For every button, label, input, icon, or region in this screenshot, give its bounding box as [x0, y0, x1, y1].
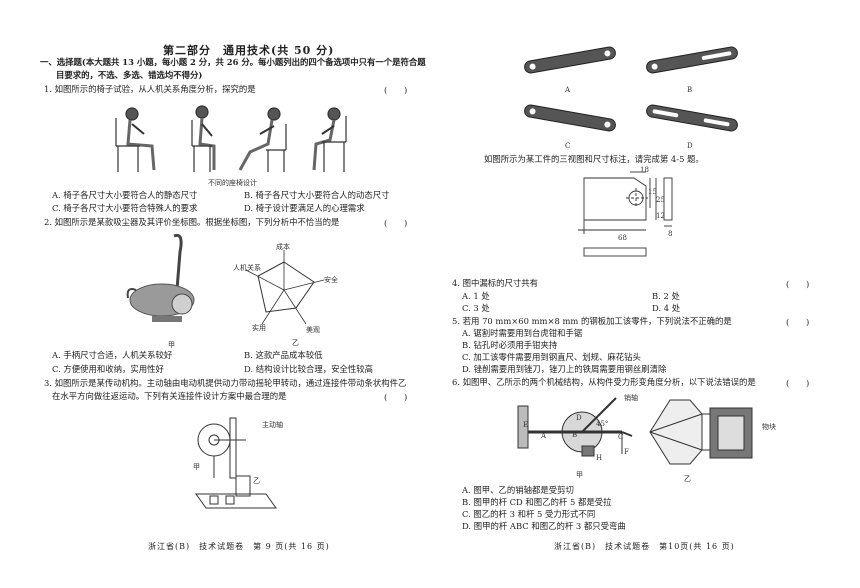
q6-label-angle: 45°: [596, 420, 609, 428]
intro-q4-q5: 如图所示为某工件的三视图和尺寸标注，请完成第 4-5 题。: [484, 154, 704, 164]
q1-option-a[interactable]: A. 椅子各尺寸大小要符合人的静态尺寸: [52, 190, 198, 200]
dim-8: 8: [668, 230, 673, 238]
q6-answer-paren: ( ): [786, 378, 810, 388]
label-bar-yi: 乙: [253, 477, 260, 485]
q4-answer-paren: ( ): [786, 279, 810, 289]
intro-line-2: 目要求的，不选、多选、错选均不得分): [56, 70, 203, 80]
q4-option-a[interactable]: A. 1 处: [462, 291, 490, 301]
q1-stem: 1. 如图所示的椅子试验，从人机关系角度分析，探究的是: [44, 84, 256, 94]
q5-option-a[interactable]: A. 锯割时需要用到台虎钳和手锯: [462, 328, 583, 338]
q2-option-a[interactable]: A. 手柄尺寸合适，人机关系较好: [52, 350, 173, 360]
q1-answer-paren: ( ): [384, 85, 408, 95]
q3-stem-line1: 3. 如图所示是某传动机构。主动轴由电动机提供动力带动摇轮甲转动，通过连接件带动…: [44, 378, 407, 388]
link-option-d-image[interactable]: [642, 98, 742, 138]
section-heading: 第二部分 通用技术(共 50 分): [163, 44, 335, 57]
q5-option-d[interactable]: D. 锉削需要用到锉刀，锉刀上的铁屑需要用钢丝刷清除: [462, 364, 667, 374]
q2-option-c[interactable]: C. 方便使用和收纳，实用性好: [52, 364, 164, 374]
q6-stem: 6. 如图甲、乙所示的两个机械结构，从构件受力形变角度分析，以下说法错误的是: [452, 377, 756, 387]
q1-option-d[interactable]: D. 椅子设计要满足人的心理需求: [244, 203, 365, 213]
q4-option-b[interactable]: B. 2 处: [652, 291, 680, 301]
q6-label-a: A: [541, 432, 547, 440]
radar-label-safety: 安全: [324, 276, 338, 284]
dim-25: 25: [656, 196, 665, 204]
q6-label-h: H: [596, 454, 603, 462]
q5-stem: 5. 若用 70 mm×60 mm×8 mm 的钢板加工该零件，下列说法不正确的…: [452, 316, 732, 326]
q3-stem-line2: 在水平方向做往返运动。下列有关连接件设计方案中最合理的是: [52, 391, 287, 401]
q4-stem: 4. 图中漏标的尺寸共有: [452, 278, 539, 288]
q2-fig-label-jia: 甲: [168, 341, 175, 349]
radar-label-cost: 成本: [276, 243, 290, 251]
radar-label-appearance: 美观: [306, 326, 320, 334]
link-option-b-image[interactable]: [642, 40, 742, 80]
q1-option-b[interactable]: B. 椅子各尺寸大小要符合人的动态尺寸: [244, 190, 390, 200]
radar-label-practicality: 实用: [252, 324, 266, 332]
q6-option-c[interactable]: C. 图乙的杆 3 和杆 5 受力形式不同: [462, 509, 596, 519]
option-label-c: C: [565, 142, 571, 150]
footer-left: 浙江省(B) 技术试题卷 第 9 页(共 16 页): [148, 542, 330, 551]
q6-option-a[interactable]: A. 图甲、乙的销轴都是受剪切: [462, 485, 574, 495]
q6-label-c: C: [618, 433, 624, 441]
q5-answer-paren: ( ): [786, 317, 810, 327]
q2-option-d[interactable]: D. 结构设计比较合理，安全性较高: [244, 364, 373, 374]
label-drive-shaft: 主动轴: [262, 421, 283, 429]
q5-option-b[interactable]: B. 钻孔时必须用手钳夹持: [462, 340, 558, 350]
transmission-mechanism-drawing: [195, 417, 277, 509]
intro-line-1: 一、选择题(本大题共 13 小题，每小题 2 分，共 26 分。每小题列出的四个…: [40, 57, 426, 67]
vacuum-cleaner-image: [126, 233, 195, 322]
q6-fig-label-jia: 甲: [576, 471, 583, 479]
mechanism-yi-drawing: [649, 399, 753, 465]
q3-answer-paren: ( ): [384, 392, 408, 402]
q6-label-d: D: [576, 414, 582, 422]
evaluation-radar-chart: [245, 250, 325, 325]
three-view-drawing: [578, 171, 673, 257]
dim-15: 15: [648, 188, 657, 196]
q6-option-d[interactable]: D. 图甲的杆 ABC 和图乙的杆 3 都只受弯曲: [462, 521, 626, 531]
dim-12: 12: [656, 212, 665, 220]
q6-label-f: F: [624, 448, 629, 456]
q6-option-b[interactable]: B. 图甲的杆 CD 和图乙的杆 5 都是受拉: [462, 497, 612, 507]
link-option-c-image[interactable]: [520, 98, 620, 138]
q6-fig-label-yi: 乙: [684, 475, 691, 483]
q1-figure-caption: 不同的座椅设计: [208, 179, 257, 187]
q2-option-b[interactable]: B. 这款产品成本较低: [244, 350, 323, 360]
q6-label-b: B: [572, 431, 578, 439]
q2-answer-paren: ( ): [384, 218, 408, 228]
radar-label-ergonomics: 人机关系: [233, 264, 261, 272]
q1-option-c[interactable]: C. 椅子各尺寸大小要符合特殊人的要求: [52, 203, 198, 213]
q4-option-d[interactable]: D. 4 处: [652, 303, 681, 313]
mechanism-jia-drawing: [517, 397, 633, 457]
q4-option-c[interactable]: C. 3 处: [462, 303, 490, 313]
chair-test-illustration: [115, 105, 347, 172]
q6-label-pin: 销轴: [624, 394, 638, 402]
q6-label-block: 物块: [762, 423, 776, 431]
q5-option-c[interactable]: C. 加工该零件需要用到钢直尺、划规、麻花钻头: [462, 352, 641, 362]
link-option-a-image[interactable]: [520, 40, 620, 80]
q2-fig-label-yi: 乙: [292, 339, 299, 347]
dim-18: 18: [640, 166, 649, 174]
q6-label-e: E: [523, 421, 529, 429]
label-crank-jia: 甲: [193, 463, 200, 471]
option-label-b: B: [687, 86, 693, 94]
option-label-d: D: [687, 142, 693, 150]
q2-stem: 2. 如图所示是某款吸尘器及其评价坐标图。根据坐标图，下列分析中不恰当的是: [44, 217, 340, 227]
option-label-a: A: [565, 86, 571, 94]
footer-right: 浙江省(B) 技术试题卷 第10页(共 16 页): [554, 542, 735, 551]
dim-68: 68: [618, 234, 627, 242]
